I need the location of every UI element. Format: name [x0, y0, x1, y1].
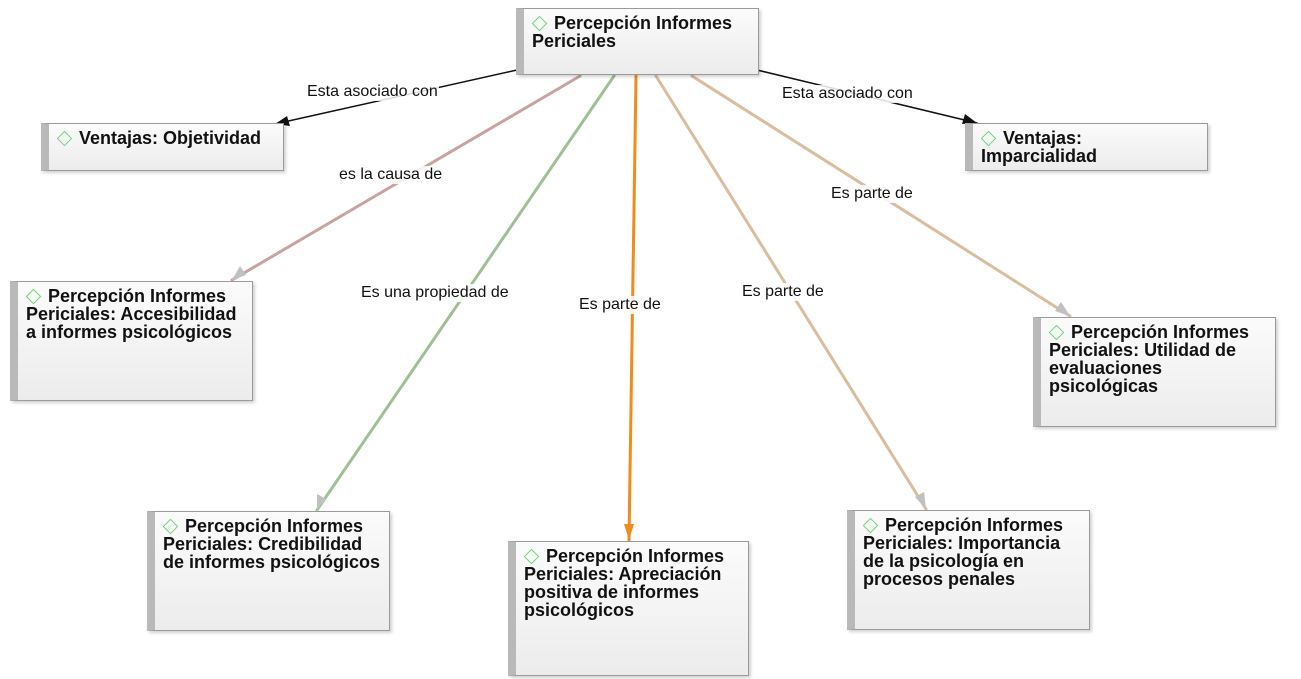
node-importancia-label: Percepción Informes Periciales: Importan… [863, 515, 1064, 589]
node-center[interactable]: Percepción Informes Periciales [516, 8, 759, 75]
node-apreciacion[interactable]: Percepción Informes Periciales: Apreciac… [508, 541, 749, 676]
node-credibilidad-label: Percepción Informes Periciales: Credibil… [163, 516, 381, 572]
node-center-label: Percepción Informes Periciales [532, 13, 733, 51]
node-imparcialidad-label: Ventajas: Imparcialidad [981, 128, 1098, 166]
code-diamond-icon [25, 288, 42, 305]
code-diamond-icon [531, 15, 548, 32]
edge-arrowhead-apreciacion [624, 524, 634, 540]
edge-arrowhead-imparcialidad [962, 114, 977, 124]
edge-label-utilidad: Es parte de [830, 185, 914, 203]
edge-arrowhead-importancia [915, 492, 926, 509]
node-accesibilidad[interactable]: Percepción Informes Periciales: Accesibi… [10, 281, 253, 401]
code-diamond-icon [56, 130, 73, 147]
node-utilidad[interactable]: Percepción Informes Periciales: Utilidad… [1033, 317, 1276, 427]
code-diamond-icon [162, 518, 179, 535]
code-diamond-icon [523, 548, 540, 565]
edge-arrowhead-accesibilidad [232, 266, 246, 280]
edge-label-apreciacion: Es parte de [578, 296, 662, 314]
node-objetividad[interactable]: Ventajas: Objetividad [41, 123, 284, 171]
node-accesibilidad-label: Percepción Informes Periciales: Accesibi… [26, 286, 237, 342]
node-imparcialidad[interactable]: Ventajas: Imparcialidad [965, 123, 1208, 171]
edge-arrowhead-utilidad [1055, 302, 1070, 316]
node-credibilidad[interactable]: Percepción Informes Periciales: Credibil… [147, 511, 390, 631]
code-diamond-icon [980, 130, 997, 147]
edge-label-imparcialidad: Esta asociado con [781, 85, 914, 103]
edge-label-accesibilidad: es la causa de [338, 166, 444, 184]
edge-label-importancia: Es parte de [741, 283, 825, 301]
code-diamond-icon [862, 517, 879, 534]
edge-label-objetividad: Esta asociado con [306, 83, 439, 101]
edge-arrowhead-credibilidad [317, 494, 326, 510]
node-objetividad-label: Ventajas: Objetividad [79, 128, 262, 148]
node-importancia[interactable]: Percepción Informes Periciales: Importan… [847, 510, 1090, 630]
edge-label-credibilidad: Es una propiedad de [360, 284, 510, 302]
code-diamond-icon [1048, 324, 1065, 341]
node-apreciacion-label: Percepción Informes Periciales: Apreciac… [524, 546, 725, 620]
node-utilidad-label: Percepción Informes Periciales: Utilidad… [1049, 322, 1250, 396]
